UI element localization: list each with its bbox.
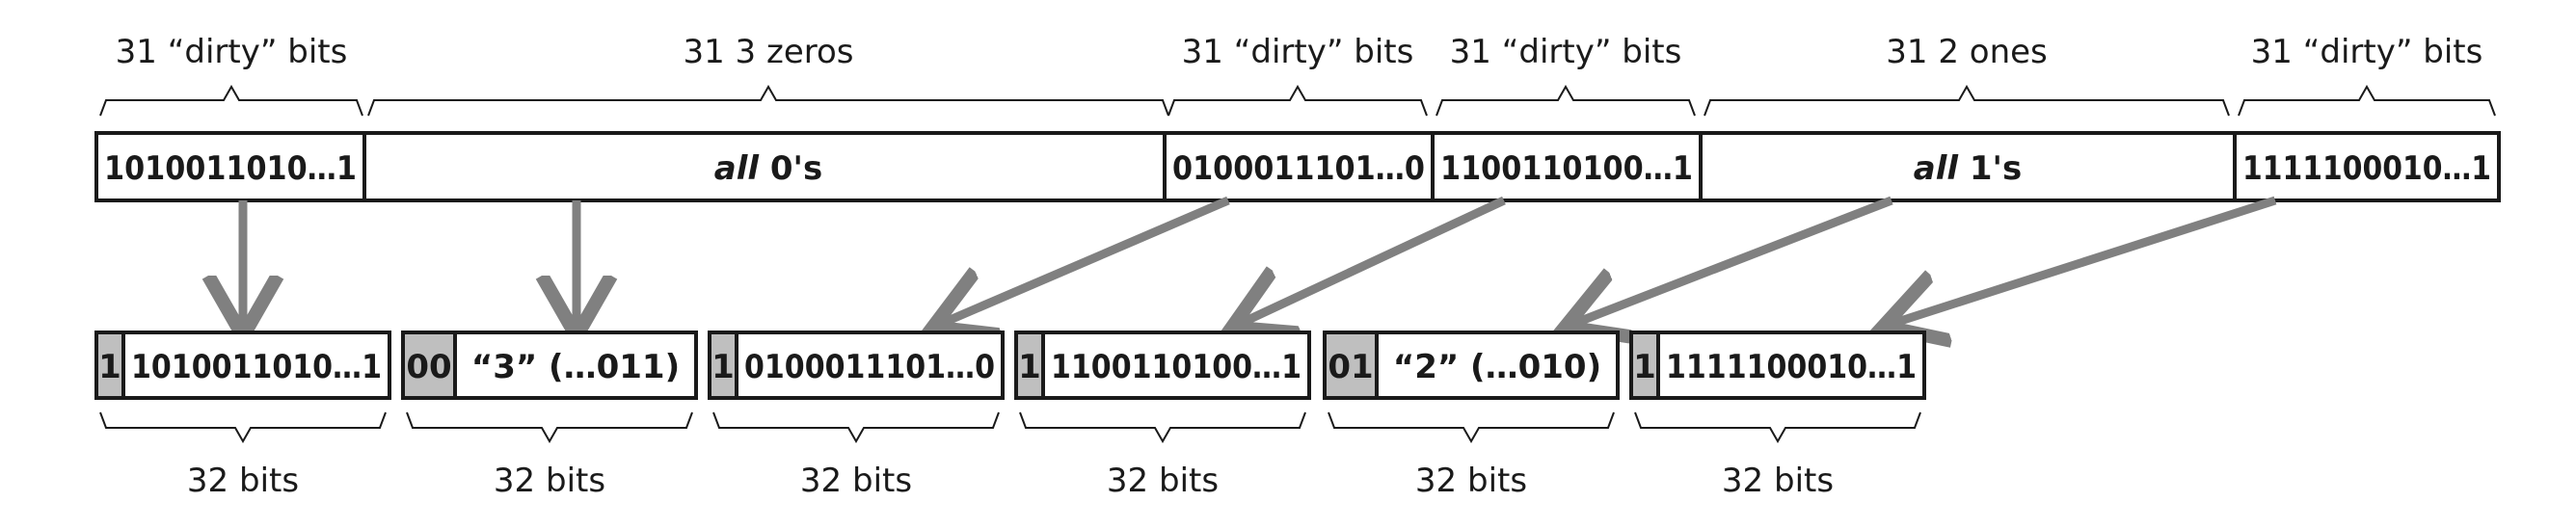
word-box — [1014, 331, 1311, 400]
flag-bits: 1 — [711, 348, 735, 386]
compressed-word: 1 1111100010…1 32 bits — [1629, 331, 1926, 500]
word-payload: 1010011010…1 — [131, 348, 382, 386]
flag-cell — [708, 331, 738, 400]
compressed-word: 1 0100011101…0 32 bits — [708, 331, 1005, 500]
compressed-word: 01 “2” (…010) 32 bits — [1323, 331, 1620, 500]
segment-box — [362, 131, 1167, 202]
word-payload: 1100110100…1 — [1051, 348, 1301, 386]
arrow — [1240, 196, 1506, 324]
word-brace — [1634, 411, 1921, 444]
segment-label: 31 2 ones — [1886, 33, 2048, 71]
segment-brace — [1436, 84, 1696, 117]
word-brace — [406, 411, 693, 444]
word-size-label: 32 bits — [1722, 462, 1834, 500]
flag-cell — [1629, 331, 1660, 400]
top-segment: 31 “dirty” bits 1010011010…1 — [94, 33, 366, 202]
segment-brace — [99, 84, 363, 117]
top-segment: 31 “dirty” bits 1100110100…1 — [1431, 33, 1703, 202]
segment-box — [1699, 131, 2237, 202]
compressed-word: 1 1010011010…1 32 bits — [94, 331, 391, 500]
segment-brace — [367, 84, 1169, 117]
flag-cell — [1014, 331, 1045, 400]
segment-label: 31 “dirty” bits — [2251, 33, 2483, 71]
segment-label: 31 “dirty” bits — [1450, 33, 1682, 71]
segment-brace — [1704, 84, 2230, 117]
segment-box — [2233, 131, 2501, 202]
word-brace — [712, 411, 1000, 444]
top-segment: 31 “dirty” bits 1111100010…1 — [2233, 33, 2501, 202]
word-box — [708, 331, 1005, 400]
flag-bits: 1 — [1018, 348, 1041, 386]
flag-bits: 00 — [406, 348, 451, 386]
compressed-word: 1 1100110100…1 32 bits — [1014, 331, 1311, 500]
word-payload: 0100011101…0 — [744, 348, 995, 386]
top-segment: 31 3 zeros all 0's — [362, 33, 1169, 202]
segment-label: 31 “dirty” bits — [1182, 33, 1414, 71]
segment-bits: 1111100010…1 — [2242, 149, 2491, 188]
segment-bits: 1100110100…1 — [1440, 149, 1693, 188]
segment-fill-text: all 0's — [714, 149, 822, 188]
word-size-label: 32 bits — [1415, 462, 1527, 500]
word-payload: 1111100010…1 — [1666, 348, 1917, 386]
word-size-label: 32 bits — [1107, 462, 1219, 500]
compressed-words-row: 1 1010011010…1 32 bits 00 “3” (…011) 32 … — [94, 331, 1926, 500]
segment-brace — [1167, 84, 1428, 117]
word-brace — [1019, 411, 1306, 444]
flag-bits: 1 — [1633, 348, 1656, 386]
mapping-arrows — [243, 196, 2277, 328]
flag-cell — [1323, 331, 1379, 400]
segment-bits: 1010011010…1 — [104, 149, 357, 188]
arrow — [1573, 196, 1893, 324]
segment-label: 31 3 zeros — [683, 33, 853, 71]
compressed-word: 00 “3” (…011) 32 bits — [401, 331, 698, 500]
word-size-label: 32 bits — [494, 462, 605, 500]
word-size-label: 32 bits — [800, 462, 912, 500]
word-size-label: 32 bits — [187, 462, 299, 500]
segment-box — [1163, 131, 1435, 202]
top-segment: 31 2 ones all 1's — [1699, 33, 2237, 202]
segment-bits: 0100011101…0 — [1172, 149, 1425, 188]
flag-bits: 01 — [1328, 348, 1373, 386]
segment-label: 31 “dirty” bits — [116, 33, 348, 71]
flag-cell — [401, 331, 457, 400]
arrow — [941, 196, 1230, 324]
arrow — [1892, 196, 2277, 324]
word-payload: “3” (…011) — [471, 348, 680, 386]
flag-cell — [94, 331, 125, 400]
segment-fill-text: all 1's — [1914, 149, 2022, 188]
uncompressed-bitmap-row: 31 “dirty” bits 1010011010…1 31 3 zeros … — [94, 33, 2501, 202]
word-brace — [99, 411, 387, 444]
word-box — [94, 331, 391, 400]
word-brace — [1328, 411, 1615, 444]
segment-brace — [2238, 84, 2496, 117]
flag-bits: 1 — [98, 348, 121, 386]
segment-box — [94, 131, 366, 202]
word-payload: “2” (…010) — [1393, 348, 1601, 386]
top-segment: 31 “dirty” bits 0100011101…0 — [1163, 33, 1435, 202]
